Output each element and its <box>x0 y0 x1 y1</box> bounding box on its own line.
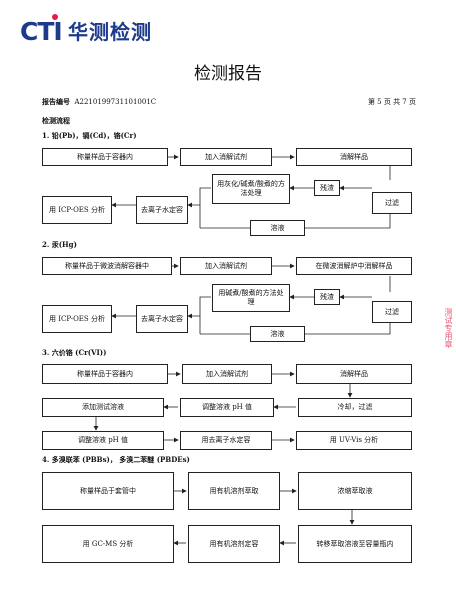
s3-cool-filter-box: 冷却，过滤 <box>298 398 412 417</box>
s1-add-reagent-box: 加入消解试剂 <box>180 148 272 166</box>
s4-weigh-box: 称量样品于套管中 <box>42 472 174 510</box>
section-3-title: 3. 六价铬 (Cr(VI)) <box>42 348 107 357</box>
s1-treat-box: 用灰化/碱煮/酸煮的方法处理 <box>212 174 290 204</box>
s1-solution-box: 溶液 <box>250 220 305 236</box>
s3-weigh-box: 称量样品于容器内 <box>42 364 168 384</box>
s2-digest-box: 在微波消解炉中消解样品 <box>296 257 412 275</box>
s3-add-test-box: 添加测试溶液 <box>42 398 164 417</box>
s4-concentrate-box: 浓缩萃取液 <box>298 472 412 510</box>
s2-filter-box: 过滤 <box>372 301 412 323</box>
s1-residue-box: 残渣 <box>314 180 340 196</box>
report-number-label: 报告编号 <box>42 97 70 106</box>
flow-title: 检测流程 <box>42 116 70 125</box>
s4-dilute-box: 用有机溶剂定容 <box>188 525 280 563</box>
s3-dilute-box: 用去离子水定容 <box>180 431 272 450</box>
s3-digest-box: 消解样品 <box>296 364 412 384</box>
logo-cti: CTI <box>20 17 63 46</box>
document-title: 检测报告 <box>194 64 262 84</box>
s3-uv-box: 用 UV-Vis 分析 <box>296 431 412 450</box>
s1-icp-box: 用 ICP-OES 分析 <box>42 196 112 224</box>
s1-dilute-box: 去离子水定容 <box>136 196 188 224</box>
side-stamp: 测试专用章 <box>444 308 453 348</box>
s2-dilute-box: 去离子水定容 <box>136 305 188 333</box>
s2-icp-box: 用 ICP-OES 分析 <box>42 305 112 333</box>
s2-residue-box: 残渣 <box>314 289 340 305</box>
s4-extract-box: 用有机溶剂萃取 <box>188 472 280 510</box>
s4-transfer-box: 转移萃取溶液至容量瓶内 <box>298 525 412 563</box>
s3-adjust-ph2-box: 调整溶液 pH 值 <box>42 431 164 450</box>
section-1-title: 1. 铅(Pb)，镉(Cd)，铬(Cr) <box>42 131 137 140</box>
s2-treat-box: 用碱煮/酸煮的方法处理 <box>212 284 290 312</box>
s1-digest-box: 消解样品 <box>296 148 412 166</box>
s1-filter-box: 过滤 <box>372 192 412 214</box>
s1-weigh-box: 称量样品于容器内 <box>42 148 168 166</box>
s3-adjust-ph-box: 调整溶液 pH 值 <box>180 398 274 417</box>
report-number: 报告编号 A2210199731101001C <box>42 97 156 107</box>
section-4-title: 4. 多溴联苯 (PBBs)， 多溴二苯醚 (PBDEs) <box>42 455 190 464</box>
report-number-value: A2210199731101001C <box>74 98 157 106</box>
s4-gcms-box: 用 GC-MS 分析 <box>42 525 174 563</box>
s2-add-reagent-box: 加入消解试剂 <box>180 257 272 275</box>
s3-add-reagent-box: 加入消解试剂 <box>182 364 272 384</box>
page-info: 第 5 页 共 7 页 <box>367 98 416 106</box>
logo-chinese: 华测检测 <box>68 20 152 44</box>
s2-weigh-box: 称量样品于微波消解容器中 <box>42 257 172 275</box>
s2-solution-box: 溶液 <box>250 326 305 342</box>
logo-dot-icon <box>52 14 58 20</box>
section-2-title: 2. 汞(Hg) <box>42 240 77 249</box>
